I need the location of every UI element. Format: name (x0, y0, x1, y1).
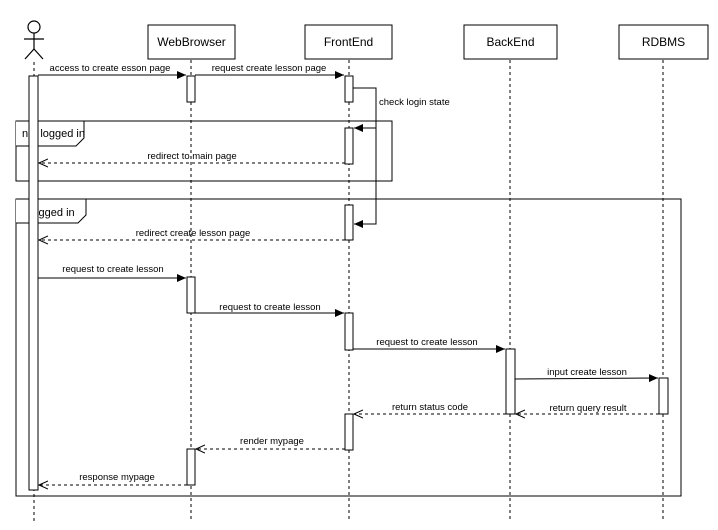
frontend-activation-1 (344, 75, 354, 103)
backend-activation (505, 348, 516, 415)
message-return-status-code: return status code (354, 402, 506, 414)
webbrowser-activation-3 (186, 448, 196, 486)
message-response-mypage-label: response mypage (79, 472, 155, 483)
participant-rdbms: RDBMS (618, 24, 709, 60)
participant-webbrowser: WebBrowser (147, 24, 236, 60)
activations (28, 75, 669, 491)
frontend-activation-4 (344, 312, 354, 351)
message-request-create-page: request create lesson page (195, 63, 344, 79)
message-request-create-lesson-2-label: request to create lesson (219, 302, 320, 313)
webbrowser-activation-2 (186, 276, 196, 314)
message-redirect-main-label: redirect to main page (147, 151, 236, 162)
message-check-login-state: check login state (353, 87, 450, 132)
message-return-query-result-label: return query result (549, 403, 626, 414)
message-render-mypage-label: render mypage (240, 436, 304, 447)
participant-backend-label: BackEnd (486, 35, 534, 49)
frontend-activation-3 (344, 204, 354, 241)
rdbms-activation (658, 377, 669, 415)
message-request-create-lesson-1-label: request to create lesson (62, 264, 163, 275)
fragment-logged-in-label: logged in (30, 207, 75, 219)
message-response-mypage: response mypage (39, 472, 187, 485)
message-render-mypage: render mypage (196, 436, 345, 449)
message-return-status-code-label: return status code (392, 402, 468, 413)
message-self-call-logged-in (354, 128, 377, 228)
message-return-query-result: return query result (516, 403, 659, 414)
actor-figure (24, 20, 44, 60)
participant-backend: BackEnd (463, 24, 558, 60)
message-input-create-lesson-label: input create lesson (547, 367, 627, 378)
message-redirect-main: redirect to main page (39, 151, 345, 163)
message-access-page-label: access to create esson page (50, 63, 171, 74)
actor-activation (28, 75, 39, 491)
message-input-create-lesson: input create lesson (514, 367, 659, 383)
message-access-page: access to create esson page (38, 63, 186, 79)
frontend-activation-5 (344, 413, 354, 451)
message-request-create-page-label: request create lesson page (212, 63, 327, 74)
participant-webbrowser-label: WebBrowser (157, 35, 225, 49)
frontend-activation-2 (344, 127, 354, 165)
message-request-create-lesson-3: request to create lesson (353, 337, 505, 353)
message-check-login-state-label: check login state (379, 97, 450, 108)
participant-rdbms-label: RDBMS (642, 35, 685, 49)
message-request-create-lesson-2: request to create lesson (195, 302, 344, 317)
participant-frontend: FrontEnd (304, 24, 393, 60)
message-redirect-create-page-label: redirect create lesson page (136, 228, 251, 239)
participant-frontend-label: FrontEnd (324, 35, 373, 49)
message-request-create-lesson-1: request to create lesson (38, 264, 186, 282)
message-request-create-lesson-3-label: request to create lesson (376, 337, 477, 348)
message-redirect-create-page: redirect create lesson page (39, 228, 345, 240)
webbrowser-activation-1 (186, 75, 196, 103)
